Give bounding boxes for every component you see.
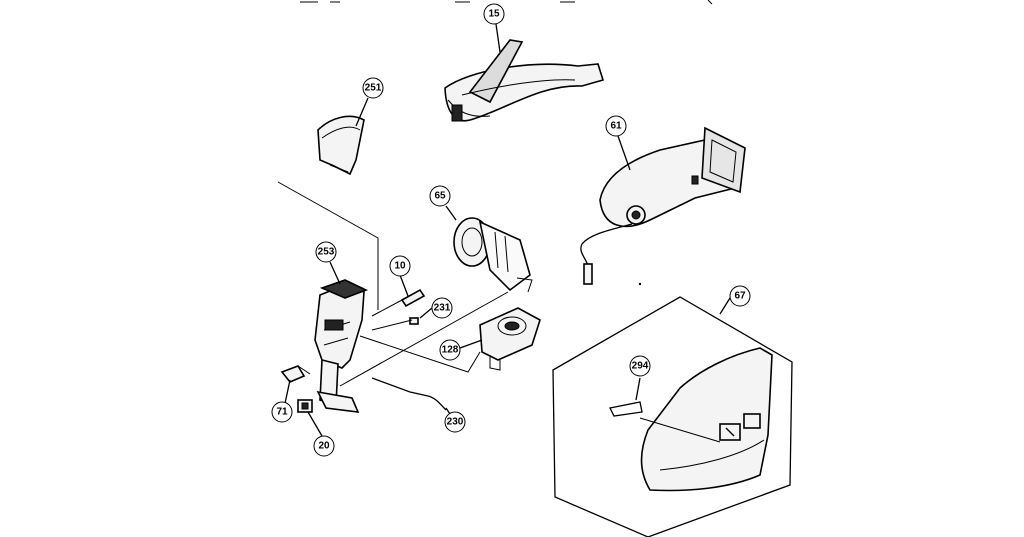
callout-67: 67 [729,285,751,307]
part-20-washer [297,399,313,413]
svg-text:20: 20 [318,441,330,452]
part-230-cable [371,377,447,411]
svg-text:294: 294 [632,361,649,372]
callout-253: 253 [315,241,337,263]
callout-231: 231 [431,297,453,319]
part-viewfinder [580,126,746,285]
svg-text:251: 251 [365,83,382,94]
svg-text:10: 10 [394,261,406,272]
part-speaker-bracket [453,217,533,293]
svg-text:253: 253 [318,247,335,258]
svg-text:61: 61 [610,121,622,132]
part-10-bracket [400,288,426,308]
part-231-connector [409,317,419,325]
callout-251: 251 [362,77,384,99]
svg-text:230: 230 [447,417,464,428]
part-main-housing [314,279,369,413]
svg-text:15: 15 [488,9,500,20]
svg-text:231: 231 [434,303,451,314]
callout-65: 65 [429,185,451,207]
callout-20: 20 [313,435,335,457]
part-71-clip [280,365,306,383]
svg-text:71: 71 [276,407,288,418]
top-edge-marks [300,0,713,5]
part-cover-piece [317,115,365,176]
callout-10: 10 [389,255,411,277]
callout-294: 294 [629,355,651,377]
part-67-group [552,296,793,537]
svg-text:128: 128 [442,345,459,356]
callout-230: 230 [444,411,466,433]
callout-71: 71 [271,401,293,423]
callout-61: 61 [605,115,627,137]
part-hand-strap [444,39,605,122]
leader-lines [283,23,731,437]
callout-15: 15 [483,3,505,25]
stray-dot [638,282,642,286]
assembly-lines [277,181,509,387]
svg-text:65: 65 [434,191,446,202]
svg-text:67: 67 [734,291,746,302]
callout-128: 128 [439,339,461,361]
part-128-board [479,307,541,371]
